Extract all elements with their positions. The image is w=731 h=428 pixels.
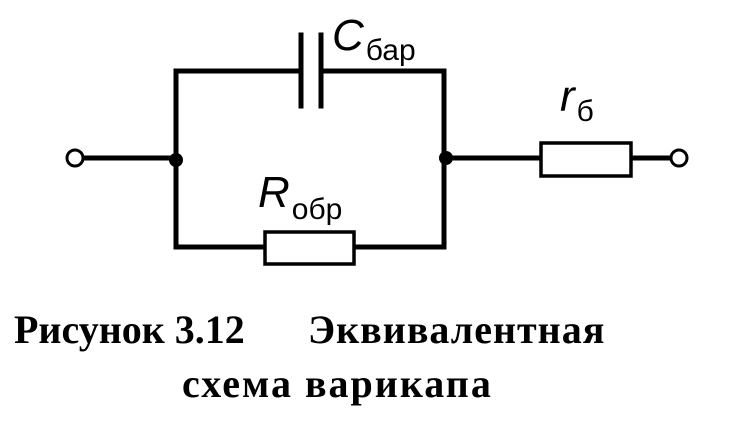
figure-label: Рисунок 3.12 [14,307,245,352]
varicap-equivalent-circuit: Cбар Rобр rб [65,11,689,266]
capacitor-label: Cбар [332,11,416,67]
parallel-resistor-symbol: R [258,168,290,217]
parallel-resistor-label: Rобр [258,168,342,226]
parallel-resistor-subscript: обр [292,193,343,226]
series-resistor-subscript: б [577,95,594,128]
series-resistor-symbol: r [560,72,577,121]
series-resistor-label: rб [560,72,594,128]
left-junction-dot [169,153,183,167]
output-terminal [669,148,689,168]
series-resistor [539,141,633,178]
right-junction-dot [439,151,453,165]
capacitor-symbol: C [332,11,365,60]
figure-title-line2: схема варикапа [182,361,493,406]
input-terminal [65,148,85,168]
figure-title-line1: Эквивалентная [308,307,606,352]
capacitor-subscript: бар [366,34,416,67]
parallel-resistor [263,230,356,266]
